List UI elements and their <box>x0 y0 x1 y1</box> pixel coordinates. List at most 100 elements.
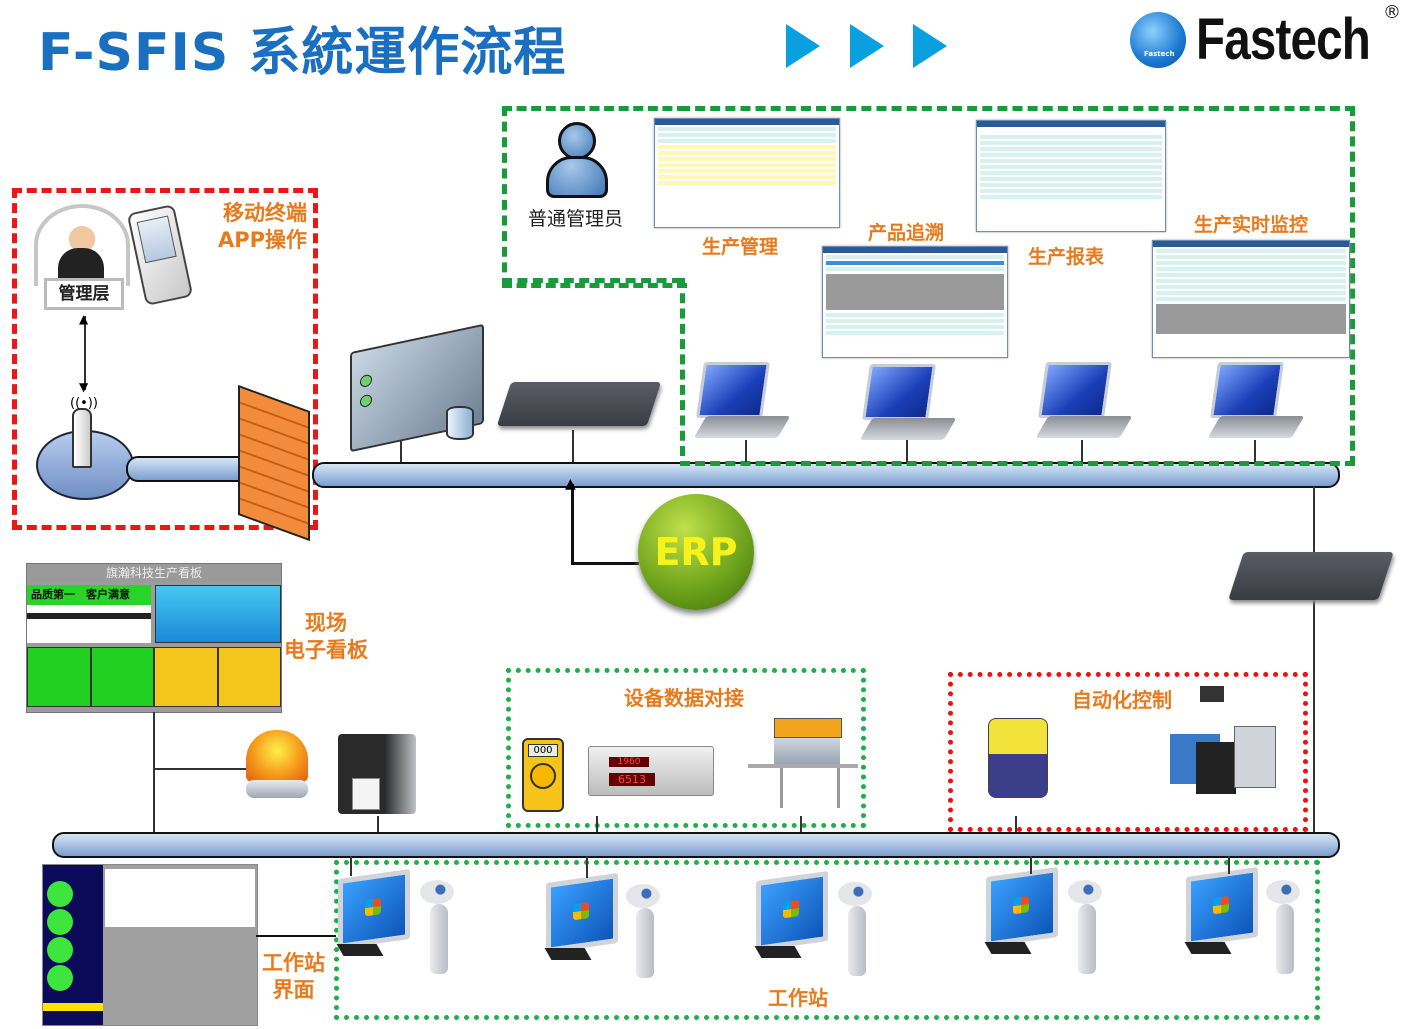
laptop-link <box>745 440 747 462</box>
mobile-label-line1: 移动终端 <box>223 201 308 225</box>
admin-group <box>502 106 687 288</box>
laptop-link <box>906 440 908 462</box>
lower-network-backbone <box>52 832 1340 858</box>
windows-logo-icon <box>783 900 799 919</box>
kanban-label-line1: 现场 <box>305 611 347 635</box>
workstation-link <box>1228 856 1230 874</box>
mobile-terminal-group <box>12 188 318 530</box>
alarm-light-base <box>246 780 308 798</box>
switch-link <box>572 430 574 462</box>
backbone-riser-line <box>1313 486 1315 832</box>
workstation-terminal[interactable] <box>984 866 1058 954</box>
windows-logo-icon <box>1013 896 1029 915</box>
barcode-scanner-icon[interactable] <box>626 884 660 978</box>
admin-group-edge <box>502 278 682 283</box>
firewall-icon <box>238 384 310 542</box>
kanban-board-screenshot[interactable]: 旗瀚科技生产看板 品质第一 客户满意 <box>26 563 282 713</box>
workstation-terminal[interactable] <box>336 868 410 956</box>
workstation-ui-link <box>256 935 336 937</box>
production-management-screenshot[interactable] <box>654 118 840 228</box>
antenna-icon <box>72 408 92 468</box>
workstation-group <box>334 860 1320 1020</box>
arrow-up-icon: ▲ <box>79 312 89 326</box>
workstation-terminal[interactable] <box>754 870 828 958</box>
admin-user-icon <box>546 122 608 198</box>
workstation-link <box>586 856 588 878</box>
kanban-label-line2: 电子看板 <box>284 638 368 662</box>
alarm-link <box>153 768 247 770</box>
windows-logo-icon <box>365 898 381 917</box>
mobile-terminal-label: 移动终端 APP操作 <box>218 200 307 254</box>
realtime-monitor-screenshot[interactable] <box>1152 240 1350 358</box>
machine-link <box>800 816 802 832</box>
windows-logo-icon <box>1213 896 1229 915</box>
barcode-scanner-icon[interactable] <box>1068 880 1102 974</box>
module-label-production-report: 生产报表 <box>1028 246 1105 268</box>
registered-mark: ® <box>1383 2 1401 23</box>
erp-link-horizontal <box>571 562 639 565</box>
laptop-icon[interactable] <box>859 364 957 440</box>
instrument-link <box>596 816 598 832</box>
kanban-title: 旗瀚科技生产看板 <box>27 564 281 582</box>
database-icon <box>446 406 474 440</box>
test-instrument-icon[interactable]: 1960 6513 <box>588 746 714 796</box>
kanban-label: 现场 电子看板 <box>284 610 368 664</box>
workstation-terminal[interactable] <box>1184 866 1258 954</box>
laptop-icon[interactable] <box>1035 362 1133 438</box>
laptop-icon[interactable] <box>693 362 791 438</box>
barcode-scanner-icon[interactable] <box>838 882 872 976</box>
barcode-scanner-icon[interactable] <box>420 880 454 974</box>
workstation-ui-label: 工作站 界面 <box>262 950 325 1004</box>
packaging-machine-icon[interactable] <box>748 718 858 814</box>
workstation-ui-screenshot[interactable] <box>42 864 258 1026</box>
fastech-logo-icon: Fastech <box>1130 12 1186 68</box>
page-title: F-SFIS 系統運作流程 <box>38 23 567 83</box>
logo-badge-text: Fastech <box>1144 50 1175 58</box>
workstation-link <box>350 856 352 876</box>
workstation-terminal[interactable] <box>544 872 618 960</box>
network-switch-icon <box>496 382 662 426</box>
kanban-slogan: 品质第一 客户满意 <box>27 585 151 605</box>
multimeter-icon[interactable]: 000 <box>522 738 564 812</box>
workstation-ui-label-line1: 工作站 <box>262 951 325 975</box>
automation-label: 自动化控制 <box>1072 688 1172 712</box>
wifi-signal-icon: ((•)) <box>70 396 98 411</box>
laptop-link <box>1254 440 1256 462</box>
barcode-scanner-icon[interactable] <box>1266 880 1300 974</box>
erp-link-vertical <box>571 484 574 564</box>
server-link <box>400 440 402 462</box>
laser-marking-machine-icon[interactable] <box>1170 686 1280 798</box>
module-label-production-management: 生产管理 <box>702 236 779 258</box>
manager-link-line <box>84 316 86 390</box>
automation-link <box>1015 816 1017 832</box>
module-label-realtime-monitor: 生产实时监控 <box>1194 214 1309 236</box>
module-label-traceability: 产品追溯 <box>868 222 945 244</box>
traceability-screenshot[interactable] <box>822 246 1008 358</box>
workstation-ui-label-line2: 界面 <box>272 978 315 1002</box>
alarm-light-icon[interactable] <box>246 730 308 782</box>
instrument-display-2: 6513 <box>609 773 655 786</box>
multimeter-display: 000 <box>528 744 558 757</box>
laptop-link <box>1081 440 1083 462</box>
arrow-down-icon: ▼ <box>79 380 89 394</box>
workstation-label: 工作站 <box>768 986 828 1010</box>
windows-logo-icon <box>573 902 589 921</box>
manager-label: 管理层 <box>44 278 124 310</box>
play-arrow-icon <box>850 24 884 68</box>
barcode-scanner-device-icon[interactable] <box>988 718 1048 798</box>
admin-group-main <box>680 106 1355 466</box>
equipment-group <box>506 668 866 828</box>
mobile-label-line2: APP操作 <box>218 228 308 252</box>
logo-text: Fastech <box>1196 7 1371 72</box>
erp-badge[interactable]: ERP <box>638 494 754 610</box>
play-arrow-icon <box>913 24 947 68</box>
workstation-link <box>1030 856 1032 874</box>
admin-user-label: 普通管理员 <box>528 208 624 230</box>
kanban-link <box>153 712 155 832</box>
production-report-screenshot[interactable] <box>976 120 1166 232</box>
instrument-display-1: 1960 <box>609 757 649 767</box>
admin-group-edge <box>680 278 685 456</box>
arrow-up-icon: ▲ <box>565 476 576 492</box>
label-printer-icon[interactable] <box>338 734 416 814</box>
laptop-icon[interactable] <box>1207 362 1305 438</box>
